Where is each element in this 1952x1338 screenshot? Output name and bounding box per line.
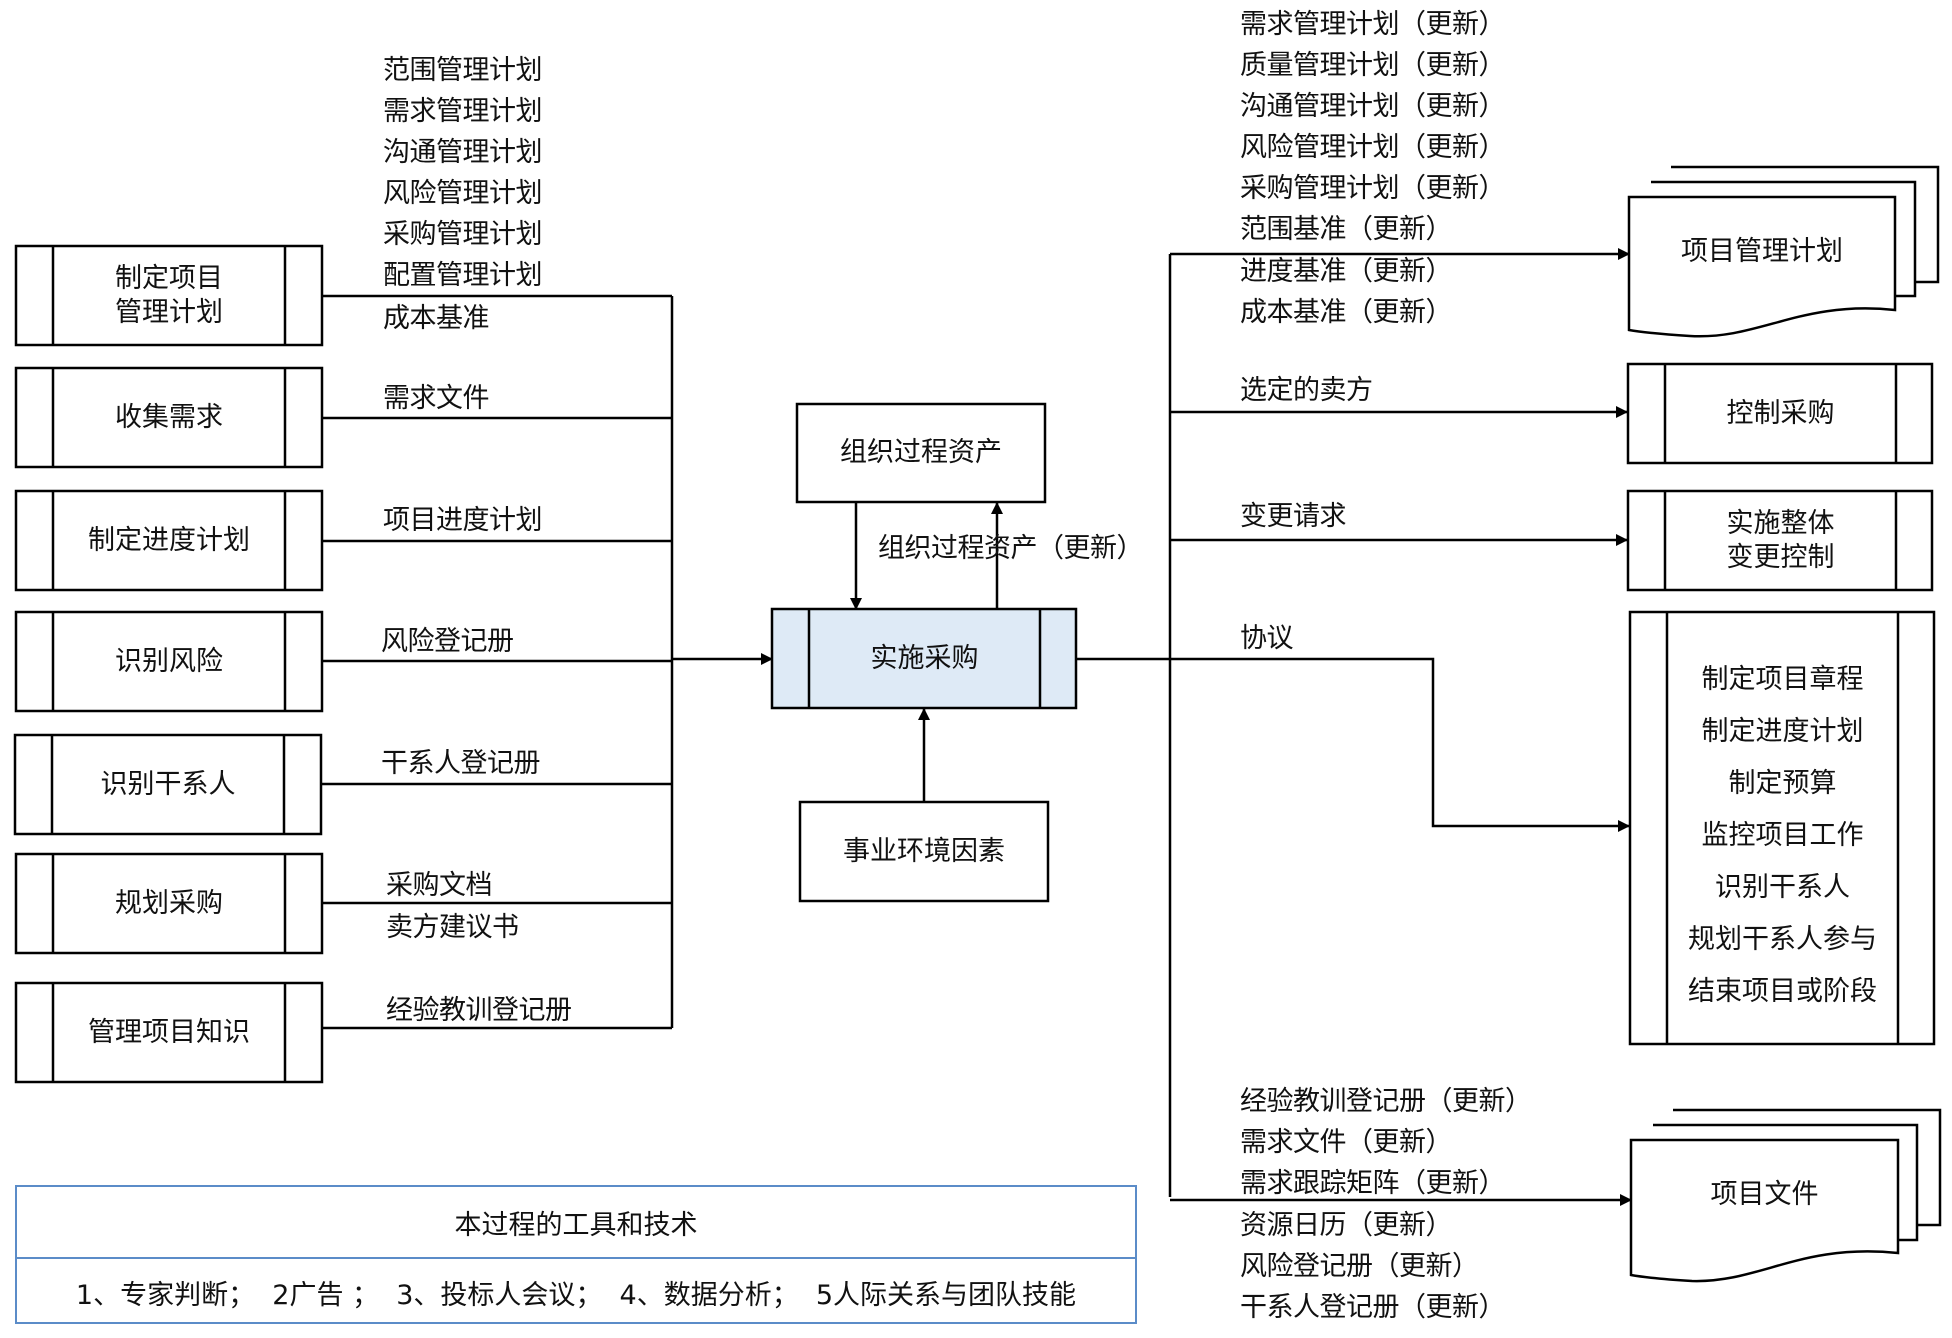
agreement-target-item: 监控项目工作 — [1701, 820, 1864, 851]
process-collect-requirements: 收集需求 — [115, 401, 223, 433]
output-label: 沟通管理计划（更新） — [1240, 91, 1506, 122]
input-label: 需求文件 — [383, 383, 490, 414]
process-develop-pm-plan: 制定项目 管理计划 — [115, 262, 223, 328]
input-label: 风险登记册 — [381, 626, 514, 657]
output-label: 变更请求 — [1240, 501, 1347, 532]
agreement-target-list: 制定项目章程 制定进度计划 制定预算 监控项目工作 识别干系人 规划干系人参与 … — [1667, 654, 1898, 1018]
opa-update-label: 组织过程资产（更新） — [878, 533, 1144, 564]
control-procurement-label: 控制采购 — [1726, 397, 1835, 429]
output-label: 成本基准（更新） — [1240, 297, 1453, 328]
input-label: 沟通管理计划 — [383, 137, 543, 168]
output-label: 风险管理计划（更新） — [1240, 132, 1506, 163]
process-manage-knowledge: 管理项目知识 — [88, 1016, 250, 1048]
output-label: 需求管理计划（更新） — [1240, 9, 1506, 40]
output-label: 范围基准（更新） — [1240, 214, 1453, 245]
output-label: 采购管理计划（更新） — [1240, 173, 1506, 204]
output-label: 选定的卖方 — [1240, 375, 1373, 406]
input-label: 风险管理计划 — [383, 178, 543, 209]
input-label: 干系人登记册 — [381, 748, 541, 779]
integrated-change-label: 实施整体 变更控制 — [1726, 507, 1835, 573]
input-label: 经验教训登记册 — [386, 995, 572, 1026]
output-label: 协议 — [1240, 623, 1294, 654]
integrated-change-control-box — [1626, 489, 1934, 592]
agreement-target-item: 结束项目或阶段 — [1688, 976, 1877, 1007]
agreement-target-item: 规划干系人参与 — [1688, 924, 1877, 955]
opa-box — [795, 402, 1047, 504]
process-identify-risks: 识别风险 — [115, 645, 223, 677]
agreement-target-item: 制定进度计划 — [1701, 716, 1864, 747]
input-label: 项目进度计划 — [383, 505, 543, 536]
output-label: 干系人登记册（更新） — [1240, 1292, 1506, 1323]
agreement-target-item: 识别干系人 — [1715, 872, 1850, 903]
output-label: 质量管理计划（更新） — [1240, 50, 1506, 81]
pm-plan-document-stack — [1627, 165, 1940, 338]
process-box-manage-knowledge — [14, 981, 324, 1084]
output-label: 需求跟踪矩阵（更新） — [1240, 1168, 1506, 1199]
output-label: 经验教训登记册（更新） — [1240, 1086, 1532, 1117]
input-label: 范围管理计划 — [383, 55, 543, 86]
input-label: 采购管理计划 — [383, 219, 543, 250]
input-label: 卖方建议书 — [386, 912, 519, 943]
process-identify-stakeholders: 识别干系人 — [100, 768, 236, 800]
eef-label: 事业环境因素 — [843, 835, 1005, 867]
project-docs-label: 项目文件 — [1710, 1179, 1819, 1210]
input-label: 需求管理计划 — [383, 96, 543, 127]
output-label: 需求文件（更新） — [1240, 1127, 1453, 1158]
input-label: 成本基准 — [383, 303, 490, 334]
agreement-target-item: 制定项目章程 — [1701, 664, 1864, 695]
center-process-label: 实施采购 — [870, 642, 979, 674]
tools-content: 1、专家判断； 2广告 ； 3、投标人会议； 4、数据分析； 5人际关系与团队技… — [75, 1280, 1077, 1311]
tools-title: 本过程的工具和技术 — [17, 1187, 1135, 1259]
output-label: 进度基准（更新） — [1240, 256, 1453, 287]
agreement-targets-box — [1628, 610, 1936, 1046]
tools-techniques-table: 本过程的工具和技术 1、专家判断； 2广告 ； 3、投标人会议； 4、数据分析；… — [15, 1185, 1137, 1324]
pm-plan-doc-label: 项目管理计划 — [1681, 236, 1843, 267]
opa-label: 组织过程资产 — [840, 437, 1002, 468]
process-plan-procurement: 规划采购 — [115, 887, 223, 919]
output-label: 风险登记册（更新） — [1240, 1251, 1479, 1282]
agreement-target-item: 制定预算 — [1728, 768, 1837, 799]
input-label: 采购文档 — [386, 870, 493, 901]
process-develop-schedule: 制定进度计划 — [88, 524, 250, 556]
output-label: 资源日历（更新） — [1240, 1210, 1453, 1241]
control-procurement-box — [1626, 362, 1934, 465]
project-documents-stack — [1629, 1108, 1942, 1283]
input-label: 配置管理计划 — [383, 260, 543, 291]
